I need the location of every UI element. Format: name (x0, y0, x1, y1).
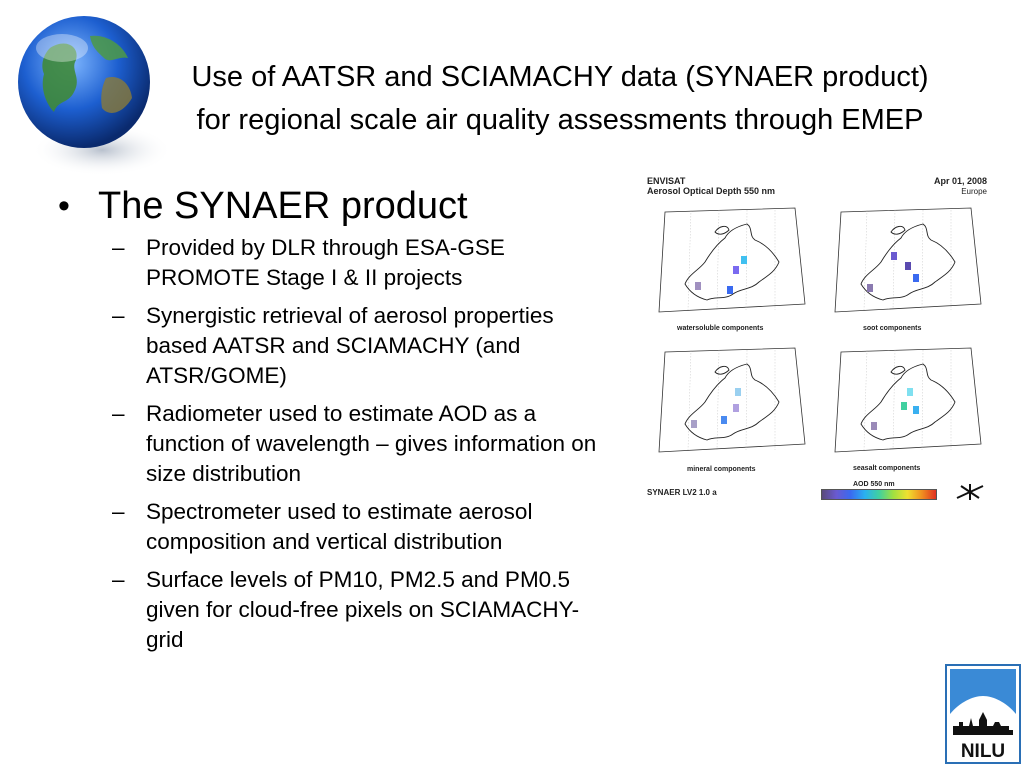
dash-icon: – (112, 401, 125, 426)
sub-bullet: –Surface levels of PM10, PM2.5 and PM0.5… (112, 565, 618, 655)
aod-pixel (905, 262, 911, 270)
dash-icon: – (112, 499, 125, 524)
aod-pixel (735, 388, 741, 396)
sub-bullet-text: Synergistic retrieval of aerosol propert… (146, 303, 554, 388)
aod-pixel (913, 274, 919, 282)
slide-title: Use of AATSR and SCIAMACHY data (SYNAER … (150, 56, 970, 142)
sub-bullet: –Provided by DLR through ESA-GSE PROMOTE… (112, 233, 618, 293)
figure-header-left-2: Aerosol Optical Depth 550 nm (647, 186, 776, 196)
sub-bullet-text: Provided by DLR through ESA-GSE PROMOTE … (146, 235, 505, 290)
nilu-logo-text: NILU (961, 741, 1005, 762)
aod-pixel (721, 416, 727, 424)
sub-bullet-text: Radiometer used to estimate AOD as a fun… (146, 401, 597, 486)
globe-logo (18, 16, 172, 176)
map-frame (834, 347, 982, 453)
aod-colorbar (821, 489, 937, 500)
aod-pixel (871, 422, 877, 430)
aod-pixel (695, 282, 701, 290)
map-coastline (684, 223, 780, 301)
sub-bullet: –Spectrometer used to estimate aerosol c… (112, 497, 618, 557)
figure-header-left-1: ENVISAT (647, 176, 686, 186)
sub-bullet: –Radiometer used to estimate AOD as a fu… (112, 399, 618, 489)
colorbar-label: AOD 550 nm (853, 481, 895, 488)
map-frame (658, 347, 806, 453)
map-coastline (684, 363, 780, 441)
aod-pixel (733, 266, 739, 274)
title-line-2: for regional scale air quality assessmen… (196, 104, 924, 136)
main-bullet: • The SYNAER product (58, 183, 618, 229)
map-panel (834, 207, 982, 313)
sub-bullet-list: –Provided by DLR through ESA-GSE PROMOTE… (112, 233, 618, 655)
figure-header-right-1: Apr 01, 2008 (933, 176, 987, 186)
aod-pixel (727, 286, 733, 294)
dash-icon: – (112, 235, 125, 260)
map-panels (658, 207, 982, 453)
dash-icon: – (112, 303, 125, 328)
panel-label-seasalt: seasalt components (853, 465, 921, 472)
bullet-icon: • (58, 187, 70, 225)
map-frame (834, 207, 982, 313)
map-frame (658, 207, 806, 313)
aod-pixel (901, 402, 907, 410)
figure-header-right-2: Europe (961, 187, 987, 196)
map-panel (834, 347, 982, 453)
aod-pixel (907, 388, 913, 396)
aod-pixel (691, 420, 697, 428)
aod-pixel (913, 406, 919, 414)
aod-map-figure: ENVISAT Aerosol Optical Depth 550 nm Apr… (641, 168, 993, 504)
slide-content: • The SYNAER product –Provided by DLR th… (58, 183, 618, 663)
dlr-logo-icon (956, 484, 984, 500)
map-panel (658, 347, 806, 453)
aod-pixel (741, 256, 747, 264)
sub-bullet-text: Spectrometer used to estimate aerosol co… (146, 499, 533, 554)
map-panel (658, 207, 806, 313)
sub-bullet-text: Surface levels of PM10, PM2.5 and PM0.5 … (146, 567, 580, 652)
main-bullet-text: The SYNAER product (98, 185, 468, 227)
nilu-logo: NILU (945, 664, 1021, 764)
panel-label-mineral: mineral components (687, 466, 756, 473)
sub-bullet: –Synergistic retrieval of aerosol proper… (112, 301, 618, 391)
panel-label-soot: soot components (863, 325, 922, 332)
title-line-1: Use of AATSR and SCIAMACHY data (SYNAER … (191, 61, 929, 93)
map-coastline (860, 223, 956, 301)
panel-label-watersoluble: watersoluble components (677, 325, 764, 332)
aod-pixel (733, 404, 739, 412)
map-coastline (860, 363, 956, 441)
dash-icon: – (112, 567, 125, 592)
aod-pixel (867, 284, 873, 292)
figure-footer-left: SYNAER LV2 1.0 a (647, 488, 717, 497)
aod-pixel (891, 252, 897, 260)
